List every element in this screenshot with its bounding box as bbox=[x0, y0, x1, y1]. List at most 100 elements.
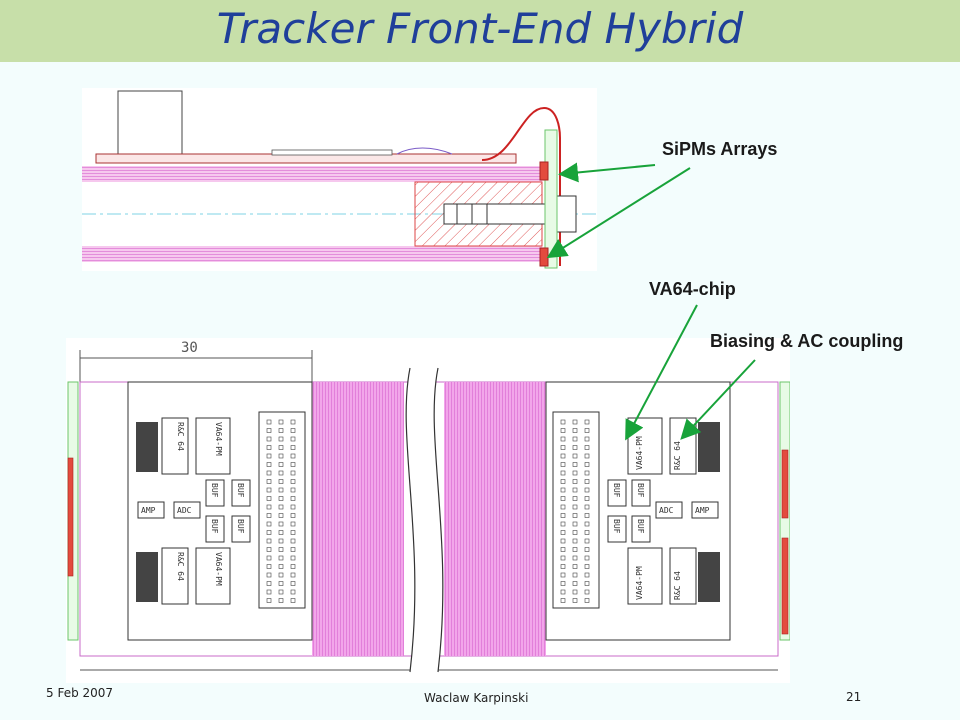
connector-pin bbox=[572, 530, 578, 535]
connector-pin bbox=[278, 589, 284, 595]
chip-buf-right-1: BUF bbox=[612, 483, 621, 498]
connector-pin bbox=[560, 504, 566, 510]
connector-pin bbox=[290, 547, 296, 552]
sipm-lower bbox=[539, 247, 549, 267]
connector-pin bbox=[560, 470, 566, 476]
connector-pin bbox=[278, 445, 284, 450]
chip-rc-right-top: R&C 64 bbox=[673, 441, 682, 470]
chip-buf-left-4: BUF bbox=[236, 519, 245, 534]
connector-pin bbox=[572, 547, 578, 552]
connector-pin bbox=[278, 564, 284, 569]
connector-pin bbox=[560, 547, 566, 552]
connector-pin bbox=[278, 538, 284, 544]
callout-biasing: Biasing & AC coupling bbox=[710, 331, 904, 351]
connector-pin bbox=[584, 589, 590, 595]
connector-pin bbox=[584, 538, 590, 544]
connector-pin bbox=[266, 598, 272, 603]
connector-pin bbox=[584, 428, 590, 433]
connector-pin bbox=[572, 538, 578, 544]
fibre-ribbon-upper bbox=[82, 166, 542, 182]
connector-pin bbox=[266, 513, 272, 518]
connector-pin bbox=[290, 581, 296, 586]
connector-pin bbox=[266, 581, 272, 586]
chip-buf-left-1: BUF bbox=[210, 483, 219, 498]
dimension-30-label: 30 bbox=[181, 340, 198, 356]
connector-pin bbox=[560, 572, 566, 578]
callout-va64-chip: VA64-chip bbox=[649, 279, 736, 299]
fibre-ribbon-lower bbox=[82, 246, 542, 262]
connector-pin bbox=[584, 530, 590, 535]
chip-buf-right-4: BUF bbox=[636, 519, 645, 534]
connector-pin bbox=[560, 496, 566, 501]
connector-pin bbox=[278, 530, 284, 535]
cross-section-drawing bbox=[82, 88, 597, 271]
connector-pin bbox=[290, 564, 296, 569]
connector-pin bbox=[584, 462, 590, 467]
connector-pin bbox=[290, 428, 296, 433]
connector-pin bbox=[584, 436, 590, 442]
title-bar bbox=[0, 0, 960, 62]
connector-pin bbox=[584, 564, 590, 569]
chip-buf-left-3: BUF bbox=[210, 519, 219, 534]
connector-pin bbox=[278, 555, 284, 561]
connector-pin bbox=[560, 564, 566, 569]
connector-pin bbox=[278, 419, 284, 425]
connector-pin bbox=[572, 445, 578, 450]
connector-pin bbox=[266, 555, 272, 561]
connector-pin bbox=[266, 487, 272, 493]
connector-pin bbox=[572, 487, 578, 493]
connector-pin bbox=[572, 496, 578, 501]
connector-pin bbox=[278, 547, 284, 552]
connector-pin bbox=[266, 496, 272, 501]
connector-pin bbox=[572, 555, 578, 561]
connector-pin bbox=[560, 428, 566, 433]
top-view-drawing: 30 500 R&C 64 VA64-PM R&C 64 VA64-PM AMP… bbox=[66, 338, 790, 683]
connector-pin bbox=[290, 504, 296, 510]
connector-pin bbox=[560, 462, 566, 467]
connector-pin bbox=[278, 504, 284, 510]
connector-pin bbox=[572, 598, 578, 603]
connector-pin bbox=[290, 538, 296, 544]
connector-pin bbox=[290, 419, 296, 425]
connector-left bbox=[258, 411, 306, 609]
chip-va-left-bottom: VA64-PM bbox=[214, 552, 223, 586]
connector-pin bbox=[266, 428, 272, 433]
chip-va-right-top: VA64-PM bbox=[635, 436, 644, 470]
connector-pin bbox=[266, 589, 272, 595]
connector-pin bbox=[290, 513, 296, 518]
connector-pins-left bbox=[266, 419, 296, 603]
fibre-ribbon-right bbox=[444, 382, 546, 656]
connector-pin bbox=[584, 513, 590, 518]
chip-va-right-bottom: VA64-PM bbox=[635, 566, 644, 600]
connector-pin bbox=[278, 462, 284, 467]
connector-pin bbox=[266, 572, 272, 578]
connector-pin bbox=[278, 513, 284, 518]
connector-pin bbox=[290, 487, 296, 493]
connector-pin bbox=[572, 462, 578, 467]
connector-pin bbox=[278, 496, 284, 501]
chip-adc-left: ADC bbox=[177, 506, 192, 515]
chip-buf-right-3: BUF bbox=[612, 519, 621, 534]
screw bbox=[443, 203, 553, 225]
connector-right bbox=[552, 411, 600, 609]
connector-pin bbox=[278, 572, 284, 578]
connector-pin bbox=[572, 428, 578, 433]
connector-pin bbox=[560, 479, 566, 484]
connector-pin bbox=[572, 479, 578, 484]
connector-pin bbox=[278, 598, 284, 603]
connector-pin bbox=[560, 453, 566, 459]
chips-left: R&C 64 VA64-PM R&C 64 VA64-PM AMP ADC BU… bbox=[136, 417, 251, 605]
connector-pin bbox=[584, 453, 590, 459]
connector-pin bbox=[560, 521, 566, 527]
connector-pin bbox=[584, 419, 590, 425]
connector-block bbox=[117, 90, 183, 156]
connector-pin bbox=[290, 530, 296, 535]
connector-pin bbox=[290, 436, 296, 442]
chip-rc-right-bottom: R&C 64 bbox=[673, 571, 682, 600]
connector-pin bbox=[266, 530, 272, 535]
connector-pin bbox=[572, 436, 578, 442]
connector-pin bbox=[584, 496, 590, 501]
connector-pin bbox=[278, 521, 284, 527]
connector-pin bbox=[560, 555, 566, 561]
chip-amp-right: AMP bbox=[695, 506, 710, 515]
